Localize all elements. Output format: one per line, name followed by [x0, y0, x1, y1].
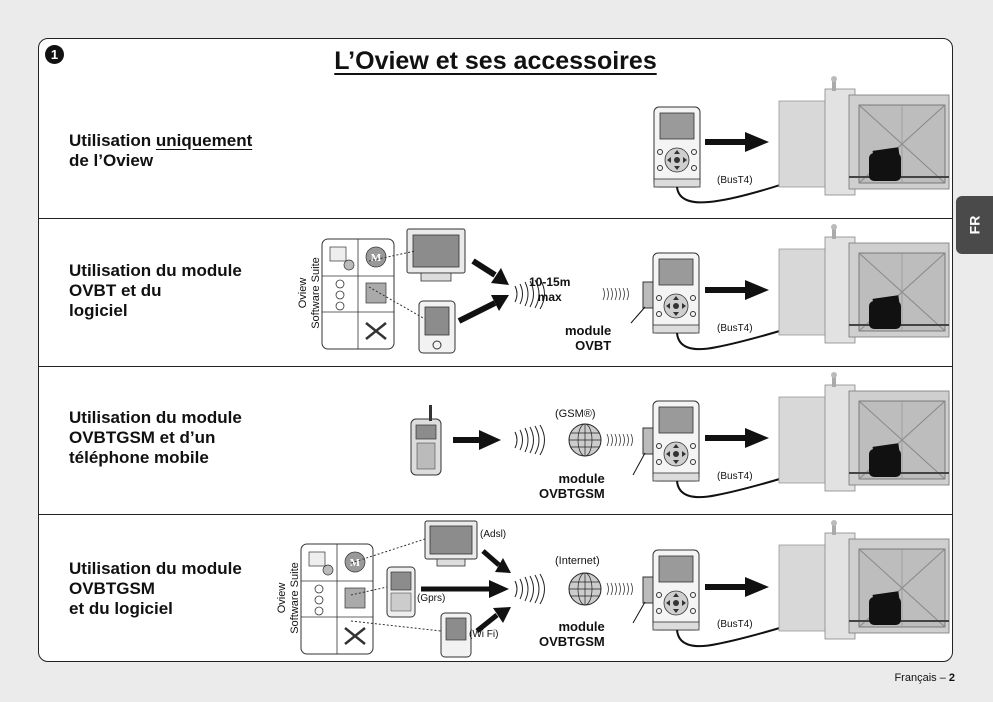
bus-label: (BusT4)	[717, 471, 753, 482]
row3-artwork	[410, 371, 950, 499]
range-label: 10-15m max	[529, 275, 571, 304]
emphasis-word: uniquement	[155, 131, 253, 150]
row-divider	[39, 366, 952, 367]
module-label: module OVBT	[565, 323, 612, 353]
figure-panel: 1 L’Oview et ses accessoires Utilisation…	[38, 38, 953, 662]
wifi-label: (Wi Fi)	[469, 629, 499, 640]
language-tab: FR	[956, 196, 993, 254]
module-label: module OVBTGSM	[539, 471, 605, 501]
bus-label: (BusT4)	[717, 175, 753, 186]
bus-label: (BusT4)	[717, 323, 753, 334]
gprs-label: (Gprs)	[417, 593, 446, 604]
row1-title: Utilisation uniquement de l’Oview	[69, 131, 253, 170]
row3-title: Utilisation du module OVBTGSM et d’un té…	[69, 408, 242, 467]
gsm-label: (GSM®)	[555, 408, 596, 420]
module-label: module OVBTGSM	[539, 619, 605, 649]
figure-number-badge: 1	[45, 45, 64, 64]
bus-label: (BusT4)	[717, 619, 753, 630]
row1-artwork	[653, 75, 950, 204]
page-number: 2	[948, 672, 955, 684]
row-divider	[39, 218, 952, 219]
row-divider	[39, 514, 952, 515]
row2-title: Utilisation du module OVBT et du logicie…	[69, 261, 242, 320]
internet-label: (Internet)	[555, 555, 600, 567]
page-footer: Français – 2	[894, 672, 955, 684]
adsl-label: (Adsl)	[480, 529, 507, 540]
page-title: L’Oview et ses accessoires	[334, 47, 657, 75]
software-suite-label: Oview Software Suite	[297, 257, 322, 329]
row2-artwork	[320, 223, 950, 354]
software-suite-label: Oview Software Suite	[276, 562, 301, 634]
row4-artwork	[299, 519, 950, 658]
diagram-artwork: M	[299, 75, 950, 658]
row4-title: Utilisation du module OVBTGSM et du logi…	[69, 559, 242, 618]
